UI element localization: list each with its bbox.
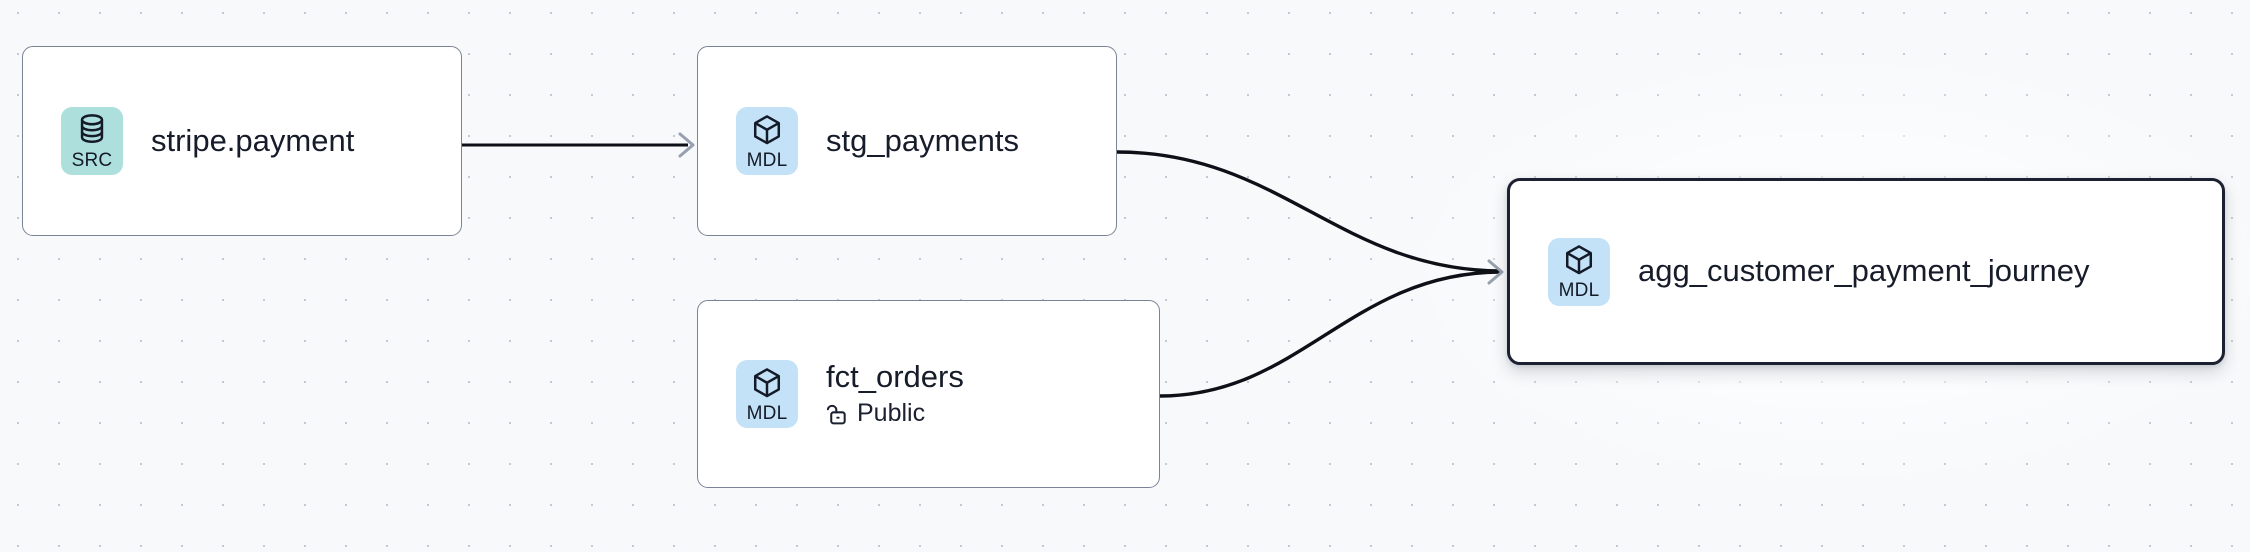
lineage-node-fct-orders[interactable]: MDL fct_orders Public (697, 300, 1160, 488)
cube-icon (751, 113, 783, 147)
node-title: stripe.payment (151, 122, 355, 158)
lineage-node-agg-customer-payment-journey[interactable]: MDL agg_customer_payment_journey (1507, 178, 2225, 365)
node-kind-label: SRC (71, 149, 113, 171)
node-body: agg_customer_payment_journey (1638, 253, 2090, 289)
node-visibility-label: Public (857, 399, 926, 428)
node-body: stg_payments (826, 122, 1019, 159)
node-title: stg_payments (826, 122, 1019, 158)
lineage-node-stg-payments[interactable]: MDL stg_payments (697, 46, 1117, 236)
database-icon (76, 113, 108, 147)
lineage-node-stripe-payment[interactable]: SRC stripe.payment (22, 46, 462, 236)
node-kind-badge-src: SRC (61, 107, 123, 175)
node-kind-badge-mdl: MDL (1548, 237, 1610, 306)
node-body: fct_orders Public (826, 360, 964, 427)
edge-fct-orders-to-agg-customer-payment-journey (1159, 259, 1504, 398)
node-kind-badge-mdl: MDL (736, 360, 798, 428)
edge-stripe-payment-to-stg-payments (462, 132, 695, 158)
unlock-icon (826, 402, 848, 426)
node-body: stripe.payment (151, 122, 355, 159)
node-kind-label: MDL (746, 402, 788, 424)
node-title: fct_orders (826, 359, 964, 395)
cube-icon (751, 366, 783, 400)
edge-stg-payments-to-agg-customer-payment-journey (1116, 150, 1501, 273)
node-kind-label: MDL (746, 149, 788, 171)
cube-icon (1563, 243, 1595, 277)
node-kind-label: MDL (1558, 280, 1600, 301)
node-visibility: Public (826, 400, 964, 428)
node-kind-badge-mdl: MDL (736, 107, 798, 175)
node-title: agg_customer_payment_journey (1638, 253, 2090, 289)
